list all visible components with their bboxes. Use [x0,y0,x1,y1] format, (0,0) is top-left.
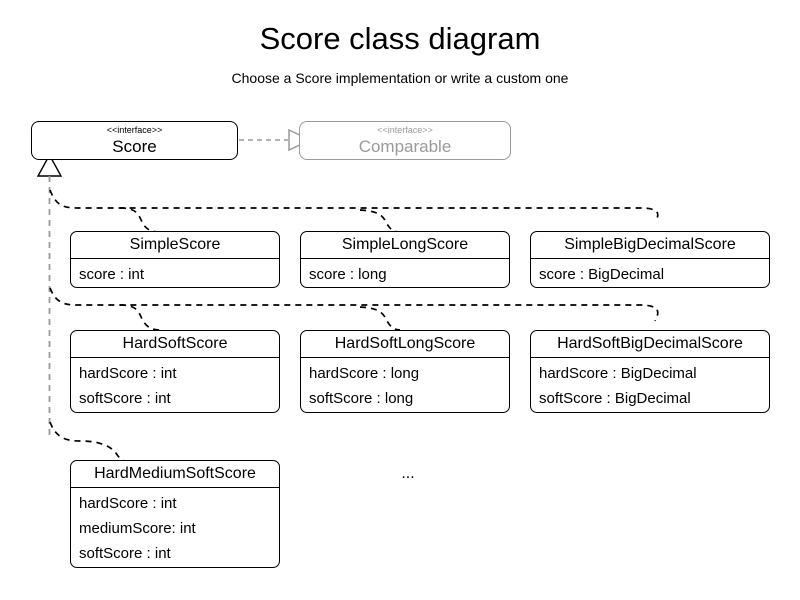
attribute-row: softScore : BigDecimal [539,390,691,407]
attribute-row: score : int [79,266,145,283]
class-name-hard-soft-score: HardSoftScore [122,335,228,352]
attribute-row: hardScore : BigDecimal [539,365,697,382]
branch-to-simple-long-score [359,209,401,233]
branch-to-simple-score [119,207,161,233]
branch-spine-row-2 [49,287,659,322]
class-attributes: score : long [301,259,509,287]
class-name-simple-score: SimpleScore [129,236,221,253]
branch-to-hard-medium-soft-score [49,421,133,463]
attribute-row: softScore : int [79,545,171,562]
class-box-hard-medium-soft-score[interactable]: HardMediumSoftScore hardScore : int medi… [70,460,280,568]
class-attributes: hardScore : int mediumScore: int softSco… [71,488,279,566]
interface-score-stereotype: <<interface>> [106,125,163,135]
class-attributes: hardScore : long softScore : long [301,358,509,411]
class-name-hard-medium-soft-score: HardMediumSoftScore [94,465,256,482]
class-attributes: score : BigDecimal [531,259,769,287]
interface-score-name: Score [112,137,157,156]
inheritance-branches-row-1 [49,189,659,233]
interface-score[interactable]: <<interface>> Score [31,121,238,160]
class-divider [71,487,279,488]
class-box-simple-big-decimal-score[interactable]: SimpleBigDecimalScore score : BigDecimal [530,231,770,288]
attribute-row: softScore : long [309,390,414,407]
class-box-simple-long-score[interactable]: SimpleLongScore score : long [300,231,510,288]
branch-to-hard-soft-score [119,304,161,331]
class-divider [301,258,509,259]
class-box-hard-soft-long-score[interactable]: HardSoftLongScore hardScore : long softS… [300,330,510,413]
class-divider [71,357,279,358]
page-title: Score class diagram [259,21,541,56]
attribute-row: softScore : int [79,390,171,407]
attribute-row: score : BigDecimal [539,266,665,283]
class-name-hard-soft-long-score: HardSoftLongScore [334,335,476,352]
interface-comparable-name: Comparable [358,137,452,156]
class-divider [301,357,509,358]
class-attributes: hardScore : int softScore : int [71,358,279,411]
class-box-hard-soft-score[interactable]: HardSoftScore hardScore : int softScore … [70,330,280,413]
attribute-row: hardScore : int [79,495,177,512]
more-classes-ellipsis: ... [401,465,415,482]
class-box-hard-soft-big-decimal-score[interactable]: HardSoftBigDecimalScore hardScore : BigD… [530,330,770,413]
class-name-simple-long-score: SimpleLongScore [341,236,469,253]
attribute-row: hardScore : long [309,365,420,382]
class-divider [531,258,769,259]
page-subtitle: Choose a Score implementation or write a… [231,70,569,86]
class-box-simple-score[interactable]: SimpleScore score : int [70,231,280,288]
branch-spine-row-1 [49,189,659,223]
interface-comparable[interactable]: <<interface>> Comparable [299,121,511,160]
class-name-simple-big-decimal-score: SimpleBigDecimalScore [564,236,736,253]
attribute-row: hardScore : int [79,365,177,382]
class-divider [531,357,769,358]
class-name-hard-soft-big-decimal-score: HardSoftBigDecimalScore [557,335,743,352]
class-divider [71,258,279,259]
attribute-row: mediumScore: int [79,520,196,537]
attribute-row: score : long [309,266,387,283]
class-attributes: score : int [71,259,279,287]
interface-comparable-stereotype: <<interface>> [377,125,433,135]
inheritance-branches-row-2 [49,287,659,331]
branch-to-hard-soft-long-score [359,306,401,331]
class-attributes: hardScore : BigDecimal softScore : BigDe… [531,358,769,411]
